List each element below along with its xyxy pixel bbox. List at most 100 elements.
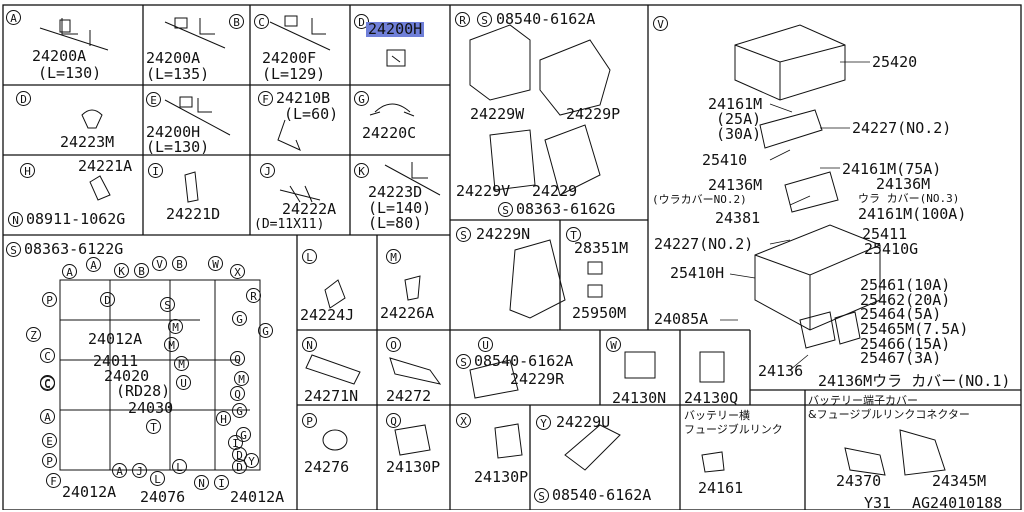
tie-head: [284, 15, 298, 27]
harness-connector-letter: N: [194, 474, 209, 490]
panel-A-letter: A: [6, 9, 21, 25]
connector-sketch: [305, 354, 361, 385]
terminal-cover-sketch: [844, 447, 886, 476]
panel-R-screw2-part: 08363-6162G: [516, 200, 616, 218]
harness-connector-letter: M: [168, 318, 183, 334]
panel-F-letter: F: [258, 90, 273, 106]
panel-R-letter: R: [455, 11, 470, 27]
panel-V-label-20: 24085A: [654, 310, 709, 328]
panel-L-letter: L: [302, 248, 317, 264]
panel-T-part-2: 25950M: [572, 304, 627, 322]
leader-line: [769, 239, 791, 245]
tie-sketch: [164, 18, 226, 49]
harness-connector-letter: W: [208, 255, 223, 271]
clip-sketch: [386, 49, 406, 67]
harness-connector-letter: A: [86, 256, 101, 272]
harness-connector-letter: L: [150, 470, 165, 486]
panel-M-letter: M: [386, 248, 401, 264]
fuse-sketch: [799, 311, 861, 349]
panel-main-label-2: 24011: [93, 352, 139, 370]
leader-line: [729, 273, 756, 279]
panel-R-part-1: 24229W: [470, 105, 525, 123]
panel-main-label-3: 24020: [104, 367, 150, 385]
panel-T-letter: T: [566, 226, 581, 242]
panel-V-label-23: 25466(15A): [860, 335, 951, 353]
panel-X-letter: X: [456, 412, 471, 428]
panel-V-label-3: (25A): [716, 110, 762, 128]
panel-R-screw-part: 08540-6162A: [496, 10, 596, 28]
panel-main-label-1: 24012A: [88, 330, 143, 348]
panel-R-part-2: 24229P: [566, 105, 621, 123]
harness-connector-letter: X: [230, 263, 245, 279]
tie-sketch: [269, 18, 331, 51]
tie-sketch: [384, 162, 441, 196]
fusebox-cover-sketch: [734, 24, 846, 101]
clamp-sketch: [369, 103, 415, 117]
fuse-sketch: [587, 284, 603, 298]
panel-V-label-26: 24136Mウラ カバー(NO.1): [818, 372, 1011, 390]
panel-B-spec: (L=135): [146, 65, 210, 83]
panel-batt-title-2: フュージブルリンク: [684, 423, 783, 436]
connector-sketch: [394, 424, 431, 456]
panel-B-letter: B: [229, 13, 244, 29]
panel-V-label-15: 24227(NO.2): [654, 235, 754, 253]
panel-D-part: 24200H: [366, 20, 425, 38]
harness-connector-letter: A: [62, 263, 77, 279]
harness-lines: [60, 280, 250, 470]
panel-V-label-13: 24161M(100A): [858, 205, 967, 223]
harness-connector-letter: L: [172, 458, 187, 474]
bracket-sketch: [469, 359, 519, 399]
harness-connector-letter: G: [232, 402, 247, 418]
strap-sketch: [389, 357, 442, 385]
panel-E-letter: E: [146, 91, 161, 107]
harness-connector-letter: S: [160, 296, 175, 312]
panel-P-part: 24276: [304, 458, 350, 476]
panel-main-label-7: 24012A: [62, 483, 117, 501]
panel-K-letter: K: [354, 162, 369, 178]
panel-V-label-14: 25411: [862, 225, 908, 243]
panel-Dbig-part: 24223M: [60, 133, 115, 151]
panel-V-label-21: 25464(5A): [860, 305, 942, 323]
panel-V-label-10: 24136M: [876, 175, 931, 193]
clip-sketch: [81, 109, 103, 129]
panel-R-screw2-letter: S: [498, 201, 513, 217]
harness-connector-letter: D: [232, 458, 247, 474]
panel-T-part-1: 28351M: [574, 239, 629, 257]
panel-U-letter: U: [478, 336, 493, 352]
bracket-sketch: [564, 424, 621, 471]
panel-P-letter: P: [302, 412, 317, 428]
panel-G-part: 24220C: [362, 124, 417, 142]
panel-U-part: 24229R: [510, 370, 565, 388]
fuse-sketch: [587, 261, 603, 275]
panel-H-sub-part: 08911-1062G: [26, 210, 126, 228]
harness-connector-letter: M: [164, 336, 179, 352]
clip-sketch: [324, 279, 346, 309]
panel-main-label-4: (RD28): [116, 382, 171, 400]
panel-Y-part: 24229U: [556, 413, 611, 431]
harness-connector-letter: Q: [230, 350, 245, 366]
harness-outline: [59, 279, 261, 471]
panel-batt-title-1: バッテリー横: [684, 409, 750, 422]
harness-connector-letter: E: [42, 432, 57, 448]
bracket-sketch: [184, 171, 199, 203]
panel-N-letter: N: [302, 336, 317, 352]
panel-V-label-11: ウラ カバー(NO.3): [858, 192, 960, 205]
tie-sketch: [39, 18, 109, 51]
panel-F-part: 24210B: [276, 89, 331, 107]
connector-sketch: [494, 423, 523, 459]
panel-R-part-4: 24229: [532, 182, 578, 200]
harness-connector-letter: J: [132, 462, 147, 478]
panel-V-label-25: 24136: [758, 362, 804, 380]
harness-connector-letter: G: [258, 322, 273, 338]
panel-V-label-16: 25410G: [864, 240, 919, 258]
panel-R-part-3: 24229V: [456, 182, 511, 200]
panel-V-label-8: 24136M: [708, 176, 763, 194]
leader-line: [769, 149, 791, 161]
panel-W-part-1: 24130N: [612, 389, 667, 407]
harness-connector-letter: A: [112, 462, 127, 478]
tie-head: [59, 19, 71, 33]
panel-E-part: 24200H: [146, 123, 201, 141]
harness-connector-letter: Z: [26, 326, 41, 342]
panel-V-label-12: 24381: [715, 209, 761, 227]
